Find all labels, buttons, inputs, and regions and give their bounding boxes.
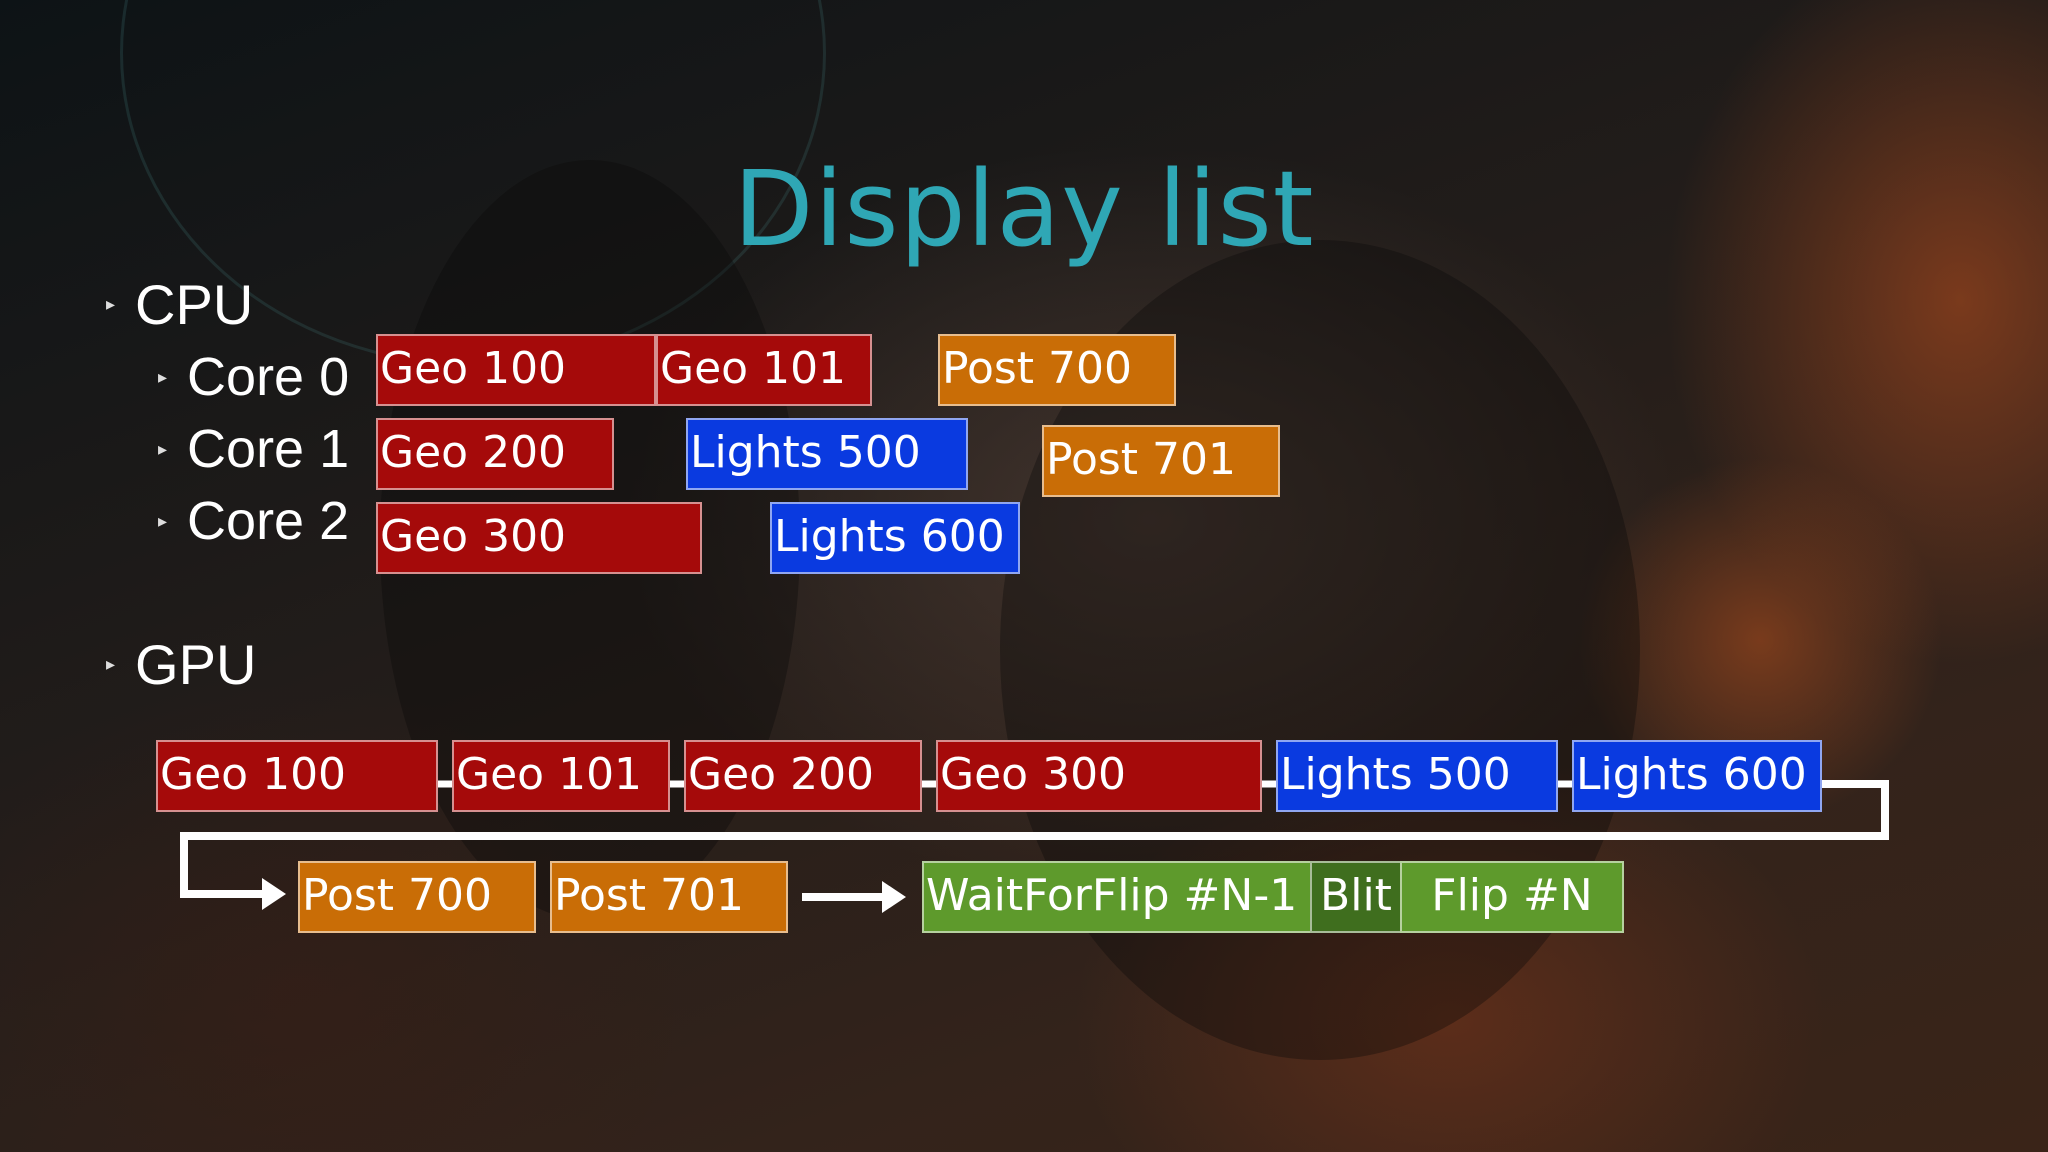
bullet-gpu: ▸ GPU — [106, 632, 256, 697]
bullet-cpu-label: CPU — [135, 273, 254, 336]
gpu-row1-task: Geo 100 — [156, 740, 438, 812]
cpu-core0-task: Geo 101 — [656, 334, 872, 406]
bullet-marker-icon: ▸ — [106, 294, 116, 314]
cpu-core0-task: Post 700 — [938, 334, 1176, 406]
gpu-row1-task: Lights 500 — [1276, 740, 1558, 812]
bullet-core-2-label: Core 2 — [187, 491, 350, 551]
bullet-gpu-label: GPU — [135, 633, 257, 696]
cpu-core1-task: Lights 500 — [686, 418, 968, 490]
gpu-row2-task: Flip #N — [1400, 861, 1624, 933]
bullet-core-1-label: Core 1 — [187, 419, 350, 479]
gpu-row2-task: Post 701 — [550, 861, 788, 933]
cpu-core2-task: Geo 300 — [376, 502, 702, 574]
bullet-marker-icon: ▸ — [158, 438, 168, 459]
gpu-wrap-arrow — [180, 780, 1889, 898]
bullet-marker-icon: ▸ — [158, 366, 168, 387]
gpu-row2-task: WaitForFlip #N-1 — [922, 861, 1312, 933]
cpu-core1-task: Geo 200 — [376, 418, 614, 490]
gpu-row2-arrowhead-icon — [882, 881, 906, 913]
bullet-core-1: ▸ Core 1 — [158, 418, 349, 480]
bullet-core-0: ▸ Core 0 — [158, 346, 349, 408]
gpu-row1-task: Lights 600 — [1572, 740, 1822, 812]
cpu-core2-task: Lights 600 — [770, 502, 1020, 574]
cpu-core0-task: Geo 100 — [376, 334, 656, 406]
gpu-row1-task: Geo 200 — [684, 740, 922, 812]
slide-title: Display list — [733, 147, 1315, 270]
gpu-row1-task: Geo 300 — [936, 740, 1262, 812]
bullet-marker-icon: ▸ — [158, 510, 168, 531]
gpu-wrap-arrowhead-icon — [262, 878, 286, 910]
gpu-row1-task: Geo 101 — [452, 740, 670, 812]
bullet-marker-icon: ▸ — [106, 654, 116, 674]
cpu-core1-task: Post 701 — [1042, 425, 1280, 497]
bullet-core-2: ▸ Core 2 — [158, 490, 349, 552]
gpu-row2-task: Blit — [1310, 861, 1402, 933]
gpu-row2-task: Post 700 — [298, 861, 536, 933]
bullet-cpu: ▸ CPU — [106, 272, 253, 337]
bullet-core-0-label: Core 0 — [187, 347, 350, 407]
